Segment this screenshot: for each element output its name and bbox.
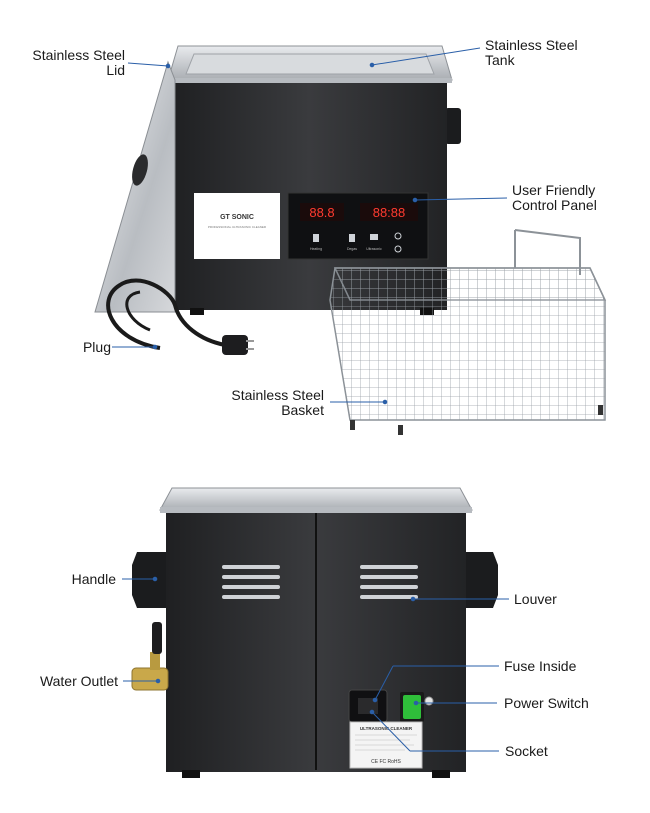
callout-louver-text: Louver — [514, 591, 557, 607]
plug-icon — [222, 335, 248, 355]
display-left — [300, 203, 344, 221]
front-brand-label — [194, 193, 280, 259]
callout-stainless-steel-lid: Stainless Steel Lid — [32, 48, 125, 78]
rear-tank-rim — [159, 487, 473, 511]
louver-right — [360, 565, 418, 599]
callout-stainless-steel-tank: Stainless Steel Tank — [485, 38, 578, 68]
rear-view: ULTRASONIC CLEANER CE FC RoHS — [131, 487, 498, 778]
power-icon[interactable] — [394, 232, 402, 240]
callout-panel-line1: User Friendly — [512, 182, 596, 198]
degas-button[interactable] — [349, 234, 355, 242]
panel-buttons: Heating Degas Ultrasonic — [310, 232, 402, 253]
callout-socket: Socket — [505, 744, 548, 759]
callout-louver: Louver — [514, 592, 557, 607]
rear-right-handle — [465, 552, 498, 608]
sticker-title: ULTRASONIC CLEANER — [360, 726, 413, 731]
ultrasonic-label: Ultrasonic — [366, 247, 382, 251]
heating-button[interactable] — [313, 234, 319, 242]
callout-stainless-steel-basket: Stainless Steel Basket — [231, 388, 324, 418]
callout-panel-line2: Control Panel — [512, 197, 597, 213]
display-right-value: 88:88 — [373, 205, 406, 220]
display-right — [360, 203, 418, 221]
right-handle — [445, 108, 461, 144]
lid-knob — [132, 154, 148, 186]
foot — [190, 308, 204, 315]
callout-lid-line1: Stainless Steel — [32, 47, 125, 63]
degas-label: Degas — [347, 247, 357, 251]
callout-basket-line2: Basket — [281, 402, 324, 418]
rear-left-handle — [132, 552, 168, 608]
louver-left — [222, 565, 280, 599]
front-view: GT SONIC PROFESSIONAL ULTRASONIC CLEANER… — [94, 45, 607, 435]
steel-lid — [94, 60, 176, 313]
steel-basket — [329, 229, 607, 435]
callout-plug-text: Plug — [82, 339, 111, 355]
callout-water-outlet-text: Water Outlet — [39, 673, 118, 689]
brand-text: GT SONIC — [220, 214, 254, 221]
callout-socket-text: Socket — [505, 743, 548, 759]
display-left-value: 88.8 — [309, 205, 334, 220]
callout-fuse-text: Fuse Inside — [504, 658, 577, 674]
heating-label: Heating — [310, 247, 322, 251]
callout-plug: Plug — [83, 340, 111, 355]
power-cord — [106, 278, 226, 350]
leader-lines — [112, 47, 509, 752]
brand-subtitle: PROFESSIONAL ULTRASONIC CLEANER — [208, 225, 267, 229]
callout-power-switch-text: Power Switch — [504, 695, 589, 711]
callout-handle-text: Handle — [71, 571, 116, 587]
water-outlet-valve[interactable] — [131, 622, 169, 691]
ultrasonic-button[interactable] — [370, 234, 378, 240]
callout-basket-line1: Stainless Steel — [231, 387, 324, 403]
callout-tank-line1: Stainless Steel — [485, 37, 578, 53]
callout-control-panel: User Friendly Control Panel — [512, 183, 597, 213]
callout-fuse-inside: Fuse Inside — [504, 659, 576, 674]
sticker-marks: CE FC RoHS — [371, 759, 401, 765]
callout-lid-line2: Lid — [106, 62, 125, 78]
callout-water-outlet: Water Outlet — [40, 674, 118, 689]
basket-handle — [514, 229, 581, 275]
callout-tank-line2: Tank — [485, 52, 515, 68]
callout-power-switch: Power Switch — [504, 696, 589, 711]
timer-icon[interactable] — [394, 245, 402, 253]
callout-handle: Handle — [72, 572, 116, 587]
